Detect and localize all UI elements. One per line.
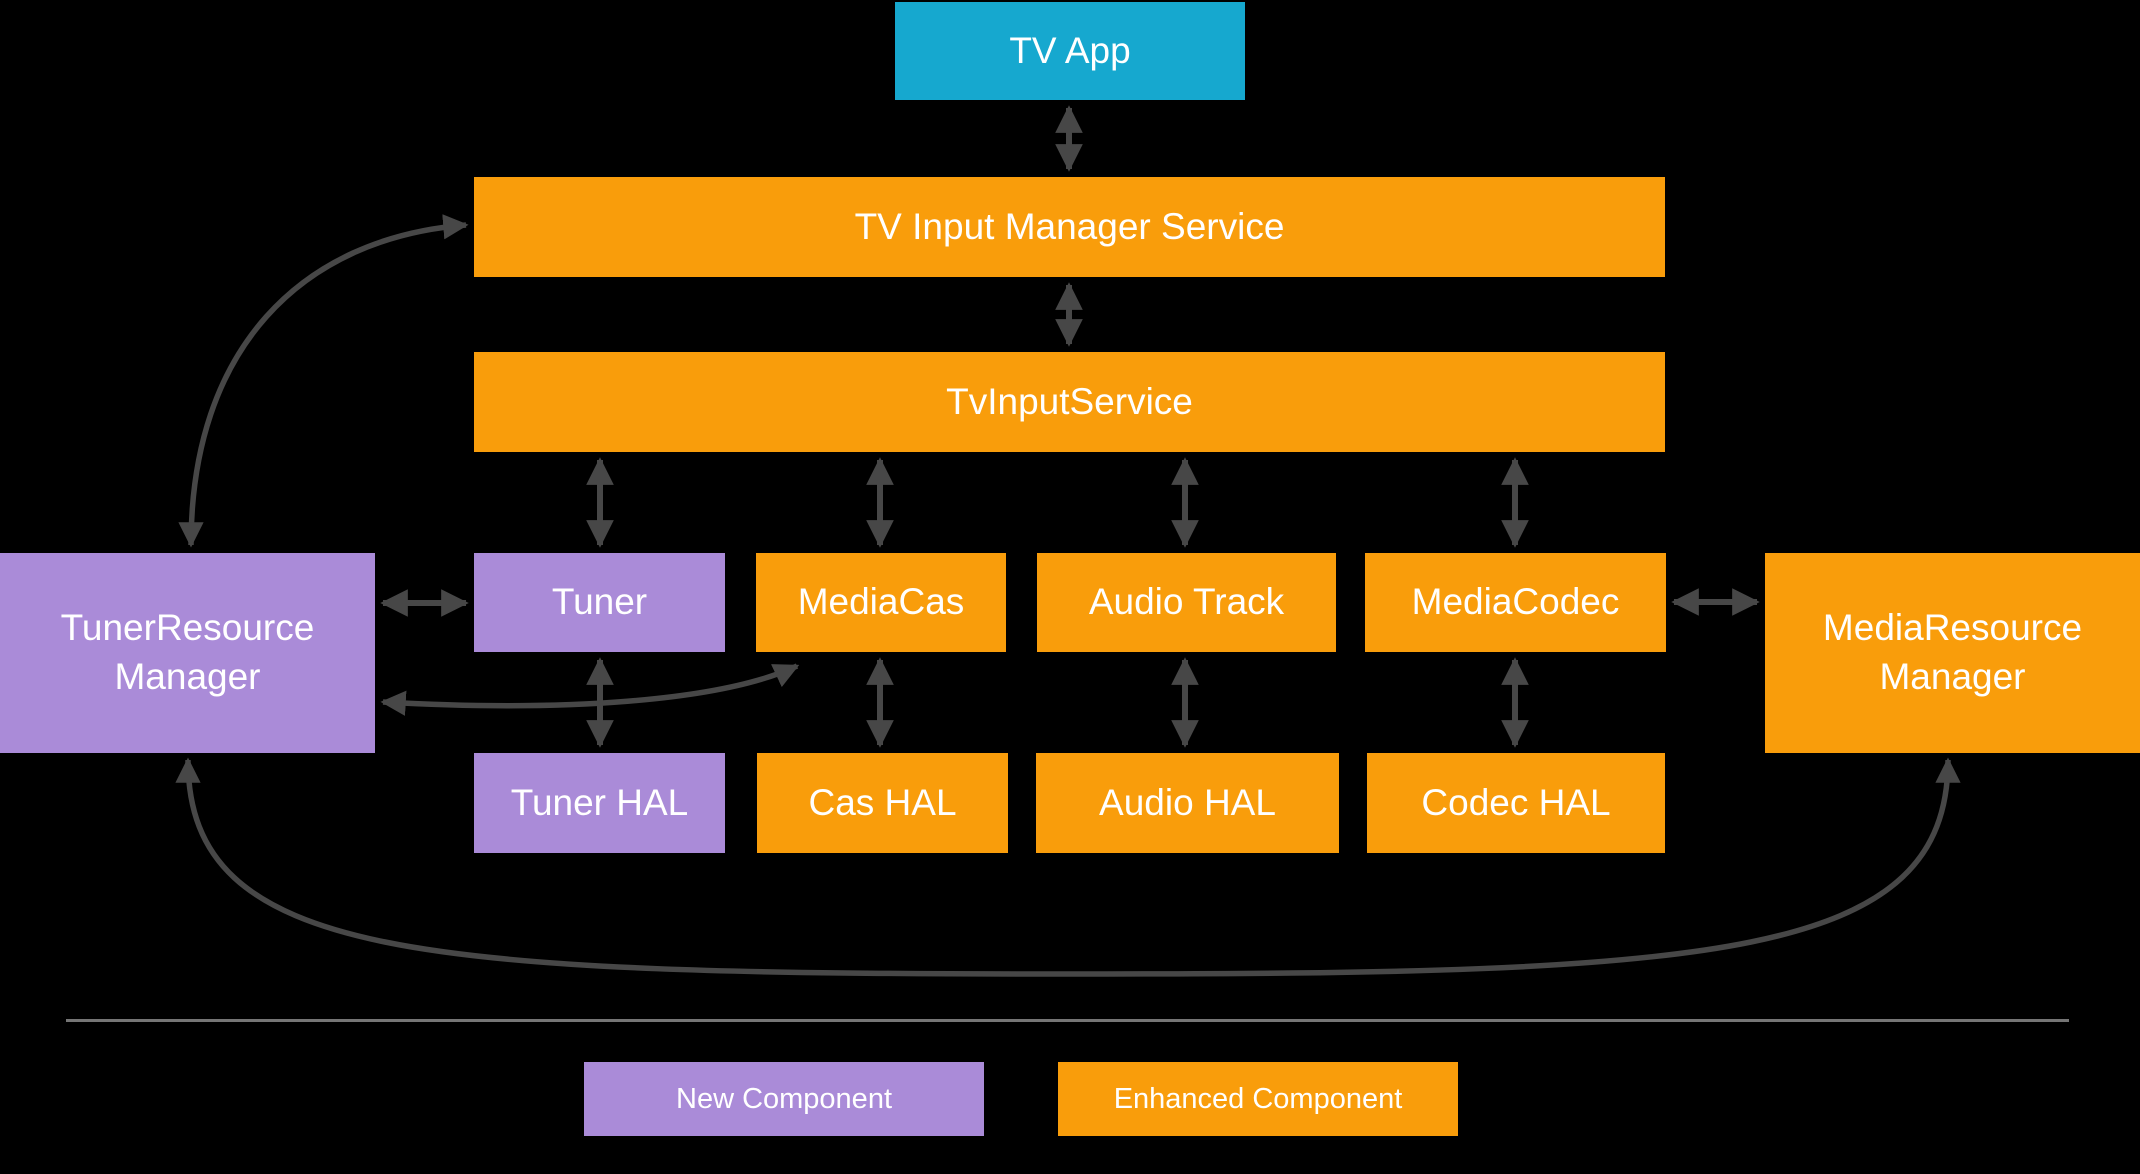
node-audio-hal-label: Audio HAL <box>1099 781 1276 823</box>
legend-new-component: New Component <box>584 1062 984 1136</box>
legend-divider <box>66 1019 2069 1022</box>
node-tuner-resource-manager: TunerResource Manager <box>0 553 375 753</box>
node-cas-hal: Cas HAL <box>757 753 1008 853</box>
node-codec-hal-label: Codec HAL <box>1421 781 1611 823</box>
curve-trm-mediacas <box>380 663 800 716</box>
node-media-cas-label: MediaCas <box>797 581 965 623</box>
node-tuner: Tuner <box>474 553 725 652</box>
legend-new-component-label: New Component <box>676 1082 892 1115</box>
node-tuner-hal-label: Tuner HAL <box>510 781 689 823</box>
legend-enhanced-component-label: Enhanced Component <box>1113 1082 1403 1115</box>
node-tv-input-manager-service-label: TV Input Manager Service <box>854 205 1285 247</box>
node-media-resource-manager-label: MediaResource Manager <box>1822 607 2083 697</box>
node-codec-hal: Codec HAL <box>1367 753 1665 853</box>
legend-enhanced-component: Enhanced Component <box>1058 1062 1458 1136</box>
node-tv-input-manager-service: TV Input Manager Service <box>474 177 1665 277</box>
node-tuner-label: Tuner <box>551 581 648 623</box>
node-tv-app: TV App <box>895 2 1245 100</box>
node-tuner-resource-manager-label: TunerResource Manager <box>60 607 315 697</box>
node-media-codec: MediaCodec <box>1365 553 1666 652</box>
node-cas-hal-label: Cas HAL <box>808 781 957 823</box>
curve-trm-tims <box>178 214 469 548</box>
node-media-codec-label: MediaCodec <box>1411 581 1620 623</box>
node-audio-track: Audio Track <box>1037 553 1336 652</box>
node-audio-hal: Audio HAL <box>1036 753 1339 853</box>
node-tv-input-service: TvInputService <box>474 352 1665 452</box>
node-tuner-hal: Tuner HAL <box>474 753 725 853</box>
node-audio-track-label: Audio Track <box>1088 581 1285 623</box>
node-tv-app-label: TV App <box>1009 29 1131 71</box>
node-media-cas: MediaCas <box>756 553 1006 652</box>
curve-trm-mrm <box>175 757 1961 977</box>
node-tv-input-service-label: TvInputService <box>946 380 1193 422</box>
node-media-resource-manager: MediaResource Manager <box>1765 553 2140 753</box>
